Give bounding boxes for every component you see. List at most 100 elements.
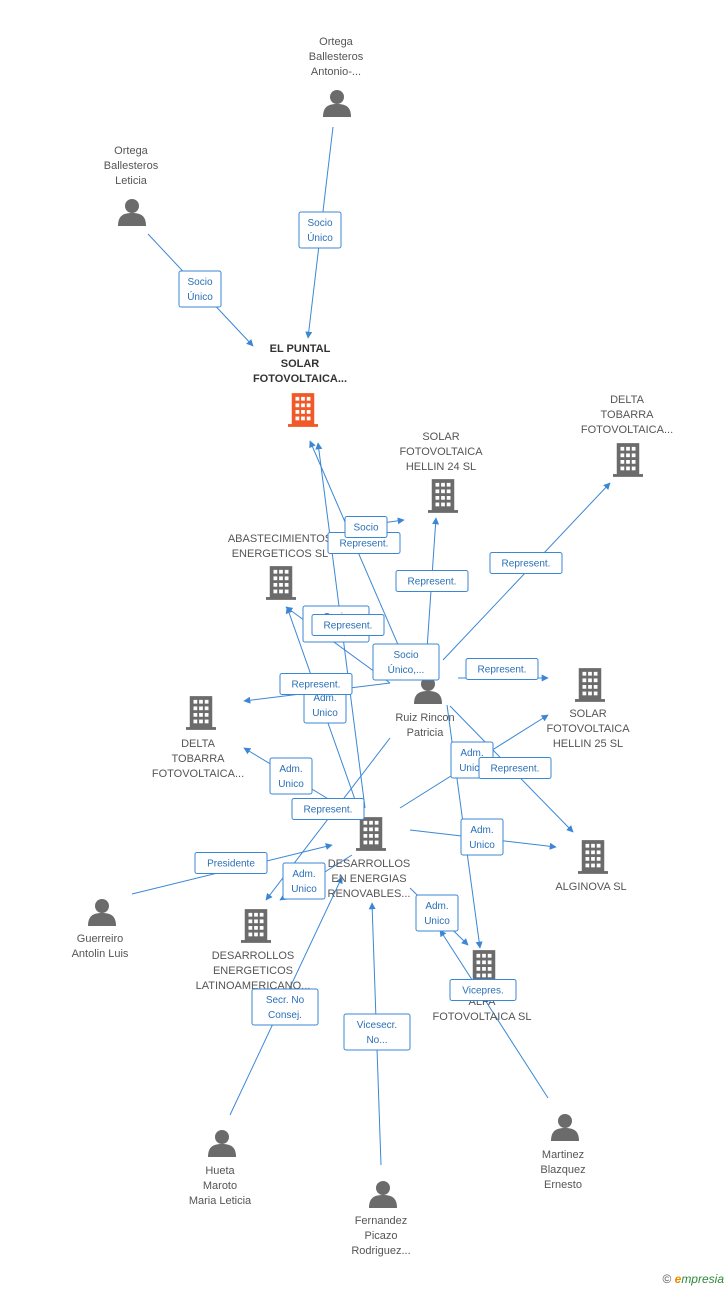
node-label: EN ENERGIAS [331, 873, 406, 885]
edge-label-box [478, 757, 552, 779]
edge-label-box [194, 852, 268, 874]
node-label: Martinez [542, 1149, 584, 1161]
node-delta_top[interactable]: DELTATOBARRAFOTOVOLTAICA... [581, 394, 673, 477]
node-label: DELTA [610, 394, 644, 406]
edge-label-box [465, 658, 539, 680]
node-label: SOLAR [281, 358, 320, 370]
edge-label-text: Unico [424, 916, 450, 927]
node-label: Blazquez [540, 1164, 585, 1176]
building-icon [428, 479, 458, 513]
person-icon [551, 1114, 579, 1141]
building-icon [575, 668, 605, 702]
edge-label-box [489, 552, 563, 574]
edge-label-fernandez-desarrollos_er[interactable]: Vicesecr. No... [343, 1013, 411, 1051]
edge-label-ruiz-desarrollos_el[interactable]: Represent. [291, 798, 365, 820]
node-fernandez[interactable]: FernandezPicazoRodriguez... [351, 1181, 411, 1257]
edge-label-ruiz-alfa[interactable]: SocioÚnico,... [372, 643, 440, 681]
edge-label-box [311, 614, 385, 636]
edge-label-desarrollos_er-solar_hellin24[interactable]: Socio [344, 516, 388, 538]
edge-label-text: Consej. [268, 1010, 302, 1021]
edge-label-text: Adm. [470, 825, 493, 836]
edge-label-text: Unico [459, 763, 485, 774]
edge-label-box [449, 979, 517, 1001]
building-icon [288, 393, 318, 427]
edge-label-ruiz-alginova[interactable]: Represent. [478, 757, 552, 779]
edge-martinez-to-desarrollos_er [439, 929, 549, 1099]
building-icon [356, 817, 386, 851]
node-desarrollos_el[interactable]: DESARROLLOSENERGETICOSLATINOAMERICANO... [196, 909, 311, 992]
edge-label-box [343, 1013, 411, 1051]
node-label: ENERGETICOS [213, 965, 293, 977]
edge-label-ruiz-delta_left[interactable]: Represent. [279, 673, 353, 695]
edge-label-text: Adm. [279, 764, 302, 775]
edge-label-text: Socio [187, 277, 212, 288]
edge-label-ruiz-delta_top[interactable]: Represent. [489, 552, 563, 574]
edge-label-desarrollos_er-abastecimientos[interactable]: Adm.Unico [303, 686, 347, 724]
edge-label-text: Represent. [502, 559, 551, 570]
edge-label-text: Unico [291, 884, 317, 895]
edge-label-text: No... [366, 1035, 387, 1046]
node-label: SOLAR [569, 708, 606, 720]
building-icon [469, 950, 499, 984]
edge-label-desarrollos_er-alfa[interactable]: Adm.Unico [415, 894, 459, 932]
person-icon [414, 677, 442, 704]
brand-logo-initial: e [674, 1272, 682, 1286]
node-label: FOTOVOLTAICA SL [432, 1011, 531, 1023]
edge-label-guerreiro-desarrollos_er[interactable]: Presidente [194, 852, 268, 874]
edge-label-text: Único,... [388, 663, 425, 676]
node-label: Patricia [407, 727, 445, 739]
node-label: Hueta [205, 1165, 235, 1177]
node-label: DESARROLLOS [328, 858, 411, 870]
node-label: Rodriguez... [351, 1245, 410, 1257]
brand-logo-text: mpresia [681, 1272, 724, 1286]
edge-label-text: Vicesecr. [357, 1020, 397, 1031]
edge-label-text: Presidente [207, 859, 255, 870]
edge-label-box [269, 757, 313, 795]
node-label: Ortega [114, 145, 149, 157]
node-delta_left[interactable]: DELTATOBARRAFOTOVOLTAICA... [152, 696, 244, 780]
edge-label-ruiz-solar_hellin25[interactable]: Represent. [465, 658, 539, 680]
person-icon [208, 1130, 236, 1157]
node-el_puntal[interactable]: EL PUNTALSOLARFOTOVOLTAICA... [253, 343, 347, 427]
node-alginova[interactable]: ALGINOVA SL [555, 840, 627, 893]
node-label: EL PUNTAL [270, 343, 331, 355]
node-label: FOTOVOLTAICA [399, 446, 483, 458]
node-label: DELTA [181, 738, 215, 750]
edge-label-desarrollos_er-delta_left[interactable]: Adm.Unico [269, 757, 313, 795]
copyright-symbol: © [662, 1272, 672, 1286]
edge-label-desarrollos_er-alginova[interactable]: Adm.Unico [460, 818, 504, 856]
edge-label-text: Único [187, 290, 213, 303]
node-label: SOLAR [422, 431, 459, 443]
edge-label-text: Socio [353, 523, 378, 534]
building-icon [266, 566, 296, 600]
edge-label-ruiz-solar_hellin24[interactable]: Represent. [395, 570, 469, 592]
edge-label-desarrollos_er-desarrollos_el[interactable]: Adm.Unico [282, 862, 326, 900]
person-icon [323, 90, 351, 117]
edge-label-text: Represent. [478, 665, 527, 676]
edge-label-box [460, 818, 504, 856]
node-label: Ernesto [544, 1179, 582, 1191]
node-ortega_antonio[interactable]: OrtegaBallesterosAntonio-... [309, 36, 364, 117]
edge-ruiz-to-el_puntal [309, 440, 413, 678]
edge-label-text: Adm. [313, 693, 336, 704]
edge-label-text: Represent. [292, 680, 341, 691]
edge-label-martinez-desarrollos_er[interactable]: Vicepres. [449, 979, 517, 1001]
edge-label-ruiz-abastecimientos[interactable]: Represent. [311, 614, 385, 636]
person-icon [369, 1181, 397, 1208]
edge-label-text: Adm. [460, 748, 483, 759]
building-icon [613, 443, 643, 477]
node-label: Ballesteros [309, 51, 364, 63]
